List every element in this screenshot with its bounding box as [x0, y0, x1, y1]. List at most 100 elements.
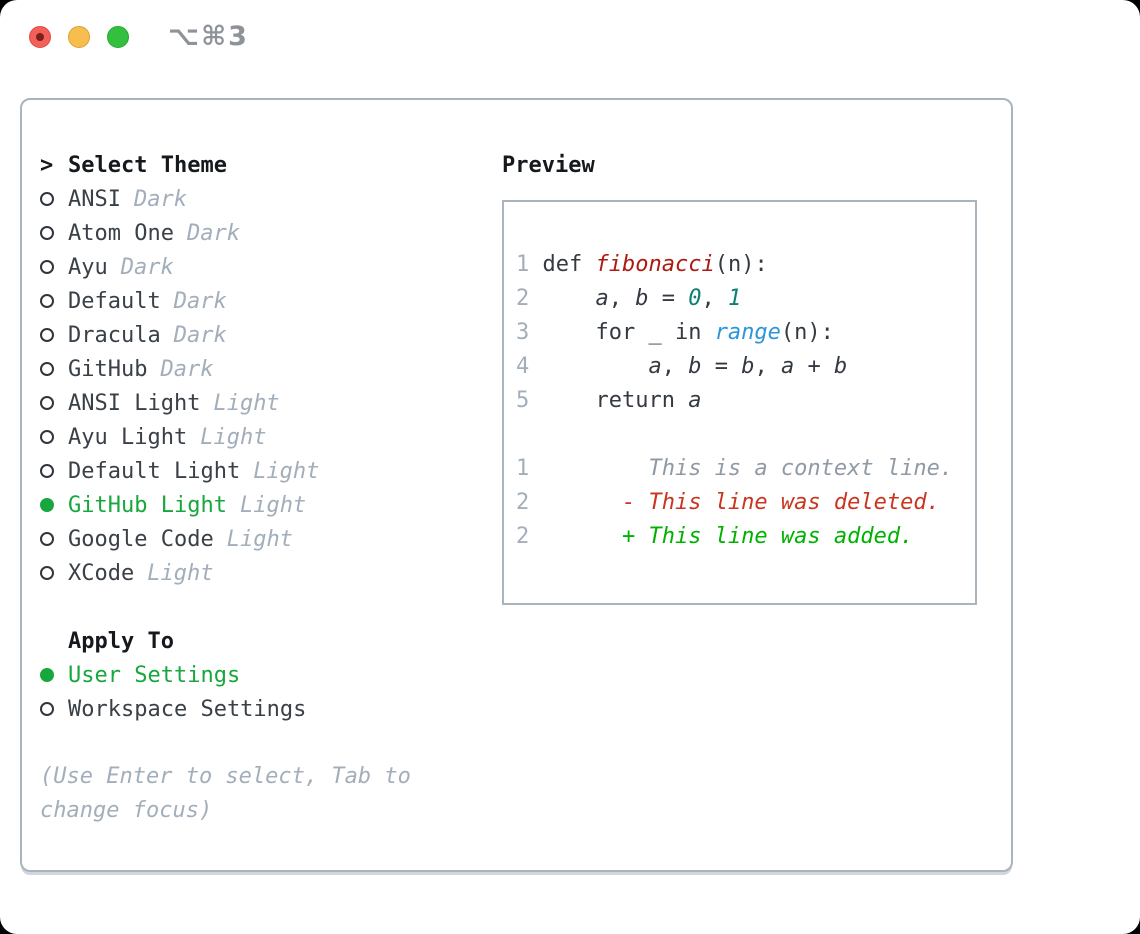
- code-segment-blue: range: [714, 320, 781, 345]
- code-segment-fg: +: [794, 354, 834, 379]
- radio-circle: [40, 294, 54, 308]
- theme-variant-label: Light: [200, 424, 267, 450]
- code-segment-var: a: [595, 286, 609, 311]
- theme-name: Ayu: [68, 254, 108, 280]
- radio-circle: [40, 192, 54, 206]
- theme-variant-label: Dark: [173, 288, 227, 314]
- code-segment-fg: (n):: [780, 320, 834, 345]
- line-number: 5: [516, 388, 543, 413]
- theme-name: Default Light: [68, 458, 241, 484]
- zoom-button[interactable]: [107, 26, 129, 48]
- minimize-button[interactable]: [68, 26, 90, 48]
- theme-item-ansi-light[interactable]: ANSI Light Light: [40, 386, 502, 420]
- theme-variant-label: Dark: [173, 322, 227, 348]
- code-segment-fg: ,: [608, 286, 636, 311]
- theme-variant-label: Light: [226, 526, 293, 552]
- code-segment-fg: def: [542, 252, 596, 277]
- theme-name: GitHub: [68, 356, 148, 382]
- radio-circle: [40, 362, 54, 376]
- radio-icon: [40, 532, 68, 546]
- radio-icon: [40, 328, 68, 342]
- select-theme-title: Select Theme: [68, 152, 227, 178]
- theme-name: GitHub Light: [68, 492, 227, 518]
- window-title-shortcut: ⌥⌘3: [168, 21, 249, 52]
- theme-name: ANSI Light: [68, 390, 201, 416]
- theme-item-google-code[interactable]: Google Code Light: [40, 522, 502, 556]
- apply-to-header: Apply To: [40, 624, 502, 658]
- code-line: 5 return a: [516, 384, 975, 418]
- line-number: 2: [516, 490, 543, 515]
- apply-option-label: Workspace Settings: [68, 696, 307, 722]
- theme-name: Atom One: [68, 220, 174, 246]
- line-number: 4: [516, 354, 543, 379]
- apply-option-user-settings[interactable]: User Settings: [40, 658, 502, 692]
- keyboard-hint: (Use Enter to select, Tab to change focu…: [40, 764, 411, 823]
- line-number: 2: [516, 524, 543, 549]
- radio-icon: [40, 192, 68, 206]
- radio-icon: [40, 362, 68, 376]
- theme-item-dracula[interactable]: Dracula Dark: [40, 318, 502, 352]
- theme-item-default[interactable]: Default Dark: [40, 284, 502, 318]
- theme-item-default-light[interactable]: Default Light Light: [40, 454, 502, 488]
- code-line: 1 This is a context line.: [516, 452, 975, 486]
- radio-icon: [40, 566, 68, 580]
- radio-circle: [40, 702, 54, 716]
- code-segment-num: 1: [727, 286, 742, 311]
- titlebar: ⌥⌘3: [29, 21, 249, 52]
- apply-option-workspace-settings[interactable]: Workspace Settings: [40, 692, 502, 726]
- radio-circle: [40, 668, 54, 682]
- radio-icon: [40, 430, 68, 444]
- radio-icon: [40, 260, 68, 274]
- theme-variant-label: Dark: [186, 220, 240, 246]
- radio-circle: [40, 430, 54, 444]
- radio-circle: [40, 566, 54, 580]
- radio-circle: [40, 396, 54, 410]
- code-segment-fg: [543, 354, 649, 379]
- radio-icon: [40, 464, 68, 478]
- preview-column: Preview 1 def fibonacci(n):2 a, b = 0, 1…: [502, 148, 1011, 870]
- select-theme-header: > Select Theme: [40, 148, 502, 182]
- code-segment-fg: =: [701, 354, 742, 379]
- line-number: 3: [516, 320, 543, 345]
- radio-circle: [40, 328, 54, 342]
- theme-name: ANSI: [68, 186, 121, 212]
- apply-option-label: User Settings: [68, 662, 241, 688]
- theme-name: XCode: [68, 560, 135, 586]
- theme-variant-label: Light: [213, 390, 280, 416]
- theme-name: Dracula: [68, 322, 161, 348]
- spacer: [40, 590, 502, 624]
- code-line: 2 + This line was added.: [516, 520, 975, 554]
- line-number: 1: [516, 252, 543, 277]
- radio-circle: [40, 260, 54, 274]
- code-segment-add: + This line was added.: [542, 524, 914, 549]
- code-segment-fn: fibonacci: [595, 252, 715, 277]
- radio-circle: [40, 532, 54, 546]
- preview-header: Preview: [502, 148, 1011, 182]
- theme-item-atom-one[interactable]: Atom One Dark: [40, 216, 502, 250]
- theme-name: Default: [68, 288, 161, 314]
- theme-variant-label: Light: [253, 458, 320, 484]
- apply-to-title: Apply To: [68, 628, 174, 654]
- radio-circle: [40, 226, 54, 240]
- code-line: 2 a, b = 0, 1: [516, 282, 975, 316]
- code-segment-del: - This line was deleted.: [542, 490, 940, 515]
- code-line: 2 - This line was deleted.: [516, 486, 975, 520]
- code-segment-var: b: [688, 354, 702, 379]
- close-button[interactable]: [29, 26, 51, 48]
- theme-name: Google Code: [68, 526, 214, 552]
- radio-selected-icon: [40, 668, 68, 682]
- code-line: 1 def fibonacci(n):: [516, 248, 975, 282]
- code-segment-var: b: [635, 286, 649, 311]
- line-number: 1: [516, 456, 543, 481]
